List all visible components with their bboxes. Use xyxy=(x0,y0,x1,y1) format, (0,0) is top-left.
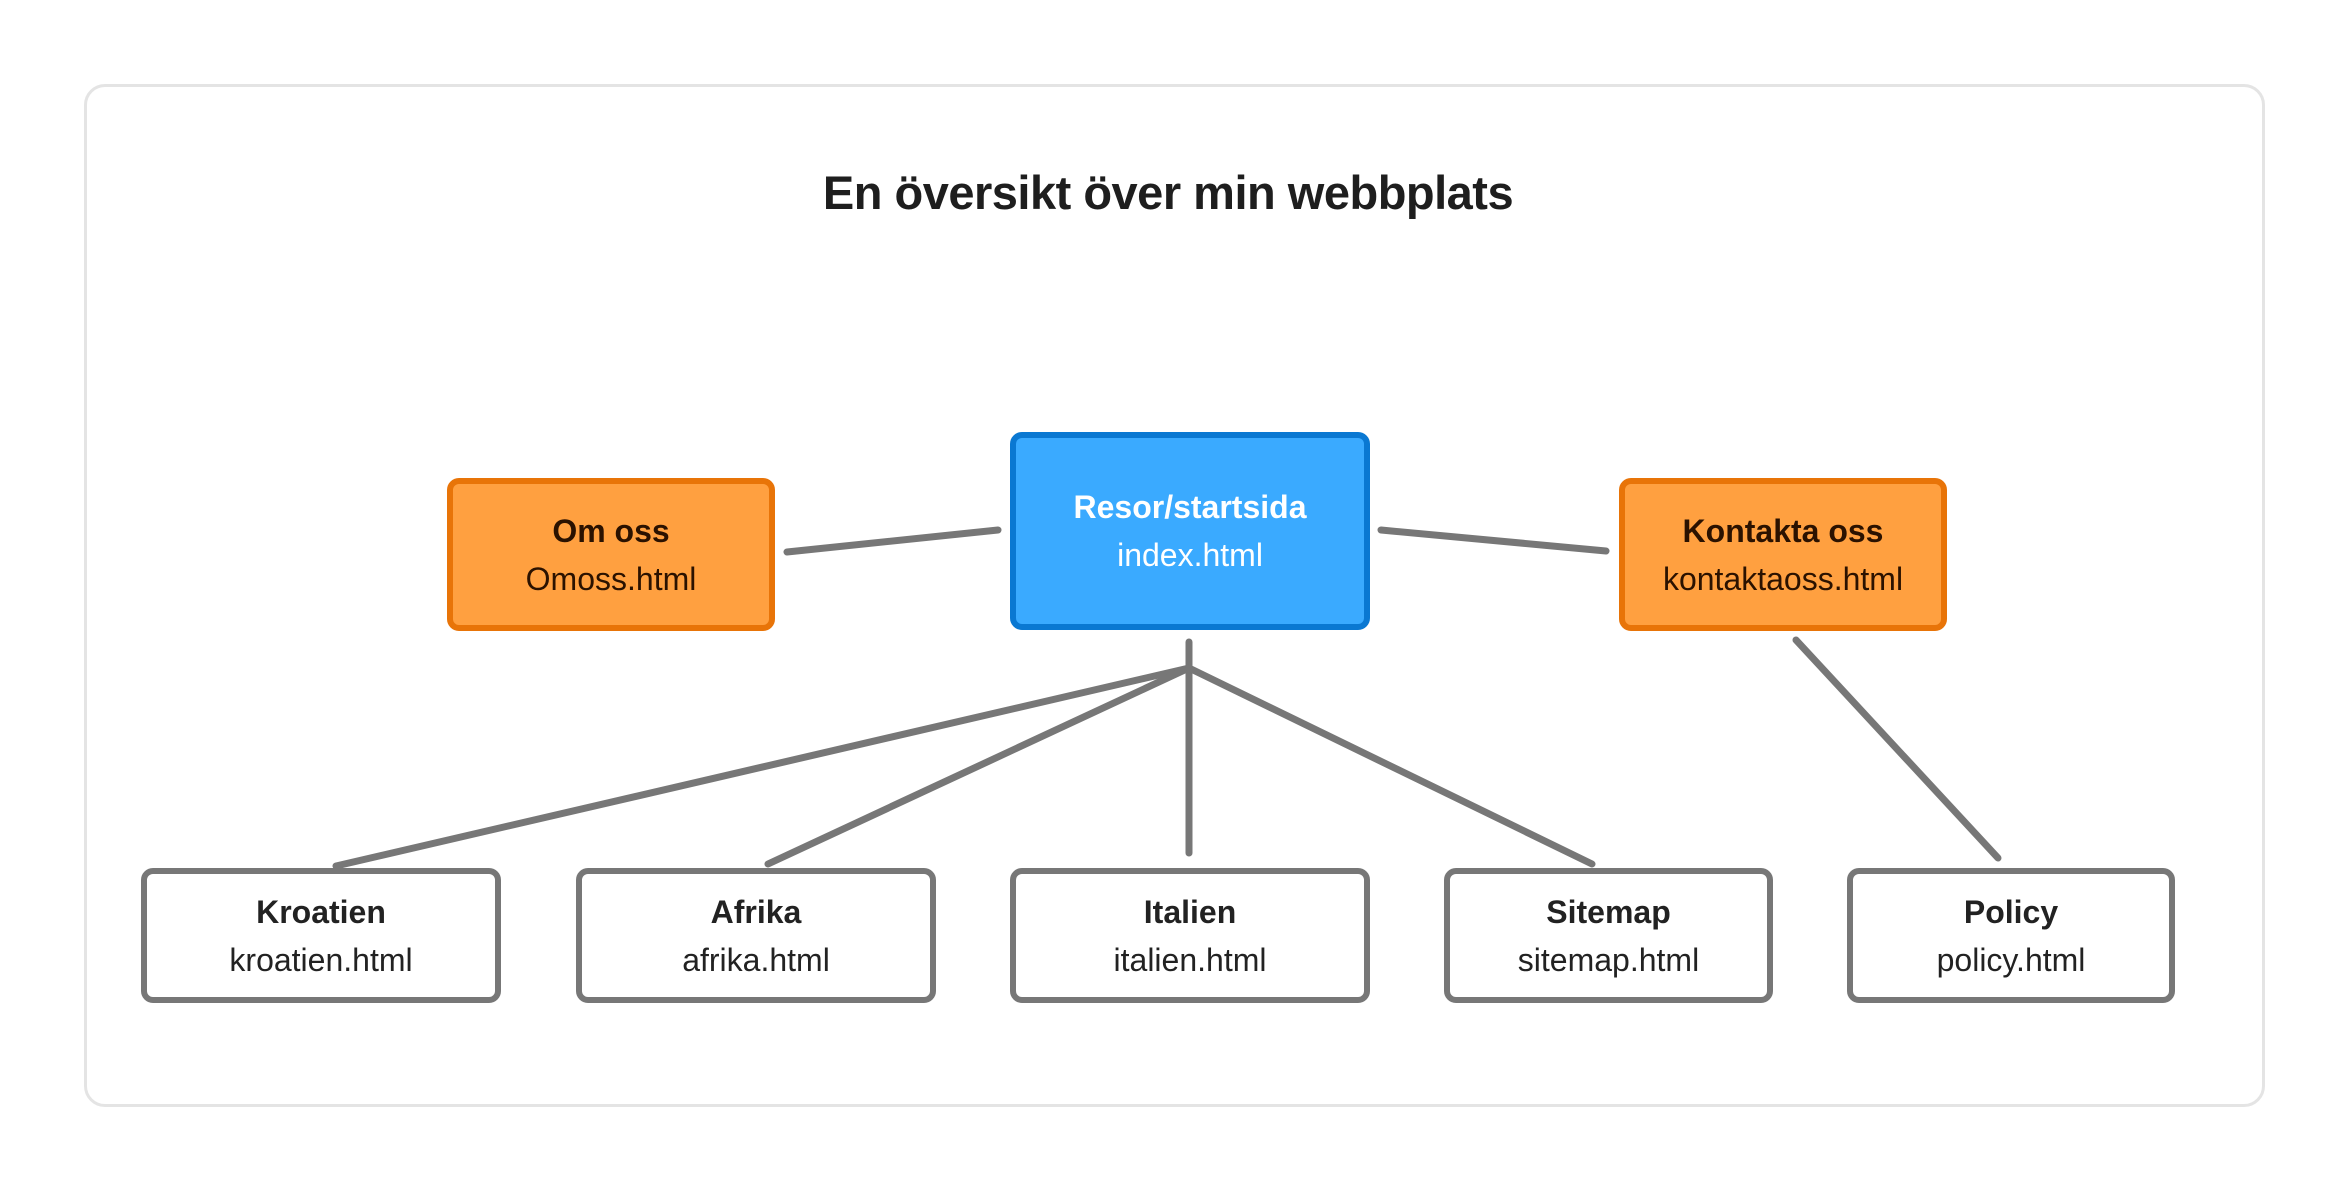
edge-start-kroatien xyxy=(332,664,1193,870)
node-kontakta-oss-name: Kontakta oss xyxy=(1682,512,1884,549)
edge-start-afrika xyxy=(764,664,1193,868)
node-afrika-file: afrika.html xyxy=(682,941,830,978)
node-policy: Policy policy.html xyxy=(1847,868,2175,1003)
node-afrika-name: Afrika xyxy=(710,893,802,930)
node-policy-file: policy.html xyxy=(1936,941,2086,978)
edge-start-omoss xyxy=(783,526,1002,556)
node-start-page-file: index.html xyxy=(1117,537,1263,573)
node-italien: Italien italien.html xyxy=(1010,868,1370,1003)
node-kontakta-oss-file: kontaktaoss.html xyxy=(1662,560,1904,597)
node-om-oss-file: Omoss.html xyxy=(525,560,697,597)
node-sitemap-name: Sitemap xyxy=(1546,893,1671,930)
node-afrika: Afrika afrika.html xyxy=(576,868,936,1003)
node-kroatien-file: kroatien.html xyxy=(229,941,413,978)
edge-kontakt-policy xyxy=(1792,636,2002,862)
node-italien-file: italien.html xyxy=(1113,941,1267,978)
node-kroatien: Kroatien kroatien.html xyxy=(141,868,501,1003)
node-start-page-name: Resor/startsida xyxy=(1073,489,1307,525)
node-kroatien-name: Kroatien xyxy=(256,893,386,930)
node-kontakta-oss: Kontakta oss kontaktaoss.html xyxy=(1619,478,1947,631)
node-sitemap-file: sitemap.html xyxy=(1517,941,1700,978)
diagram-title: En översikt över min webbplats xyxy=(822,166,1514,219)
node-sitemap: Sitemap sitemap.html xyxy=(1444,868,1773,1003)
edge-start-kontakt xyxy=(1377,526,1610,555)
node-om-oss: Om oss Omoss.html xyxy=(447,478,775,631)
node-om-oss-name: Om oss xyxy=(552,512,670,549)
edge-start-sitemap xyxy=(1185,664,1596,868)
node-italien-name: Italien xyxy=(1143,893,1237,930)
node-start-page: Resor/startsida index.html xyxy=(1010,432,1370,630)
node-policy-name: Policy xyxy=(1963,893,2059,930)
